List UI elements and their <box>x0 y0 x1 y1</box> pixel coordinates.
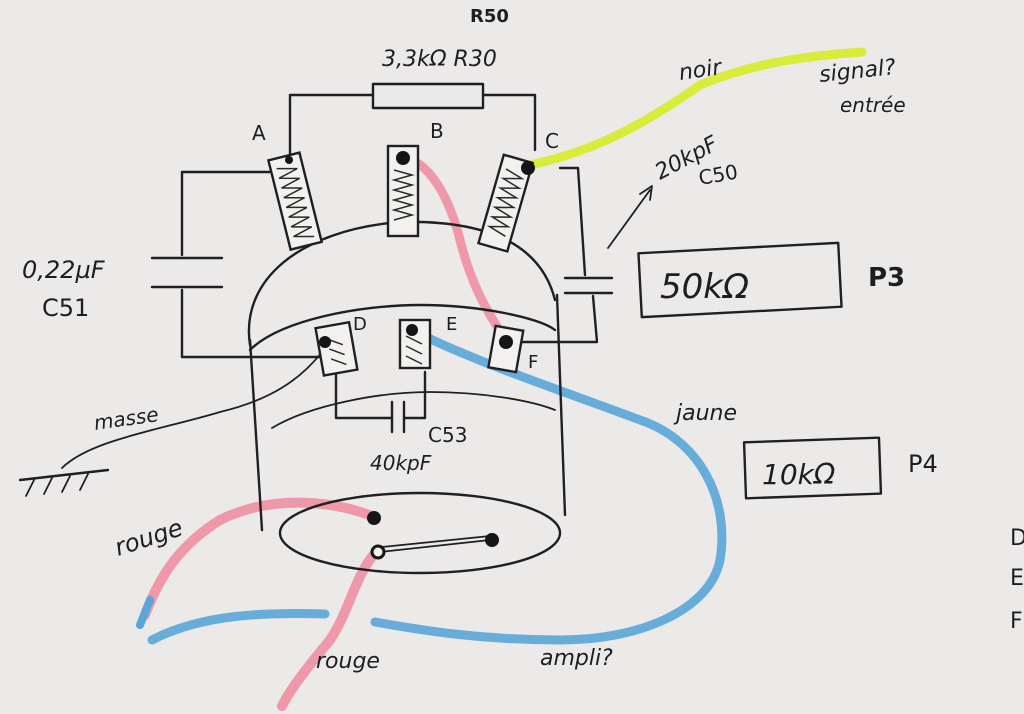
resistor-lead-right <box>481 93 537 152</box>
pot-p4-value: 10kΩ <box>762 458 836 491</box>
red-wire-left <box>140 497 377 620</box>
coil-a <box>266 151 324 252</box>
can-inner-ellipse <box>248 303 557 352</box>
c50-wire-top <box>558 166 587 277</box>
pot-p4-box <box>742 436 883 500</box>
yellow-end-label-2: entrée <box>840 93 906 117</box>
yellow-signal-wire <box>525 47 867 170</box>
c50-arrow <box>607 185 653 249</box>
terminal-label-b: B <box>430 119 444 143</box>
margin-letter-d: D <box>1010 526 1024 551</box>
blue-wire-stub <box>136 596 154 629</box>
bottom-link-2 <box>381 535 491 548</box>
red-wire-bottom <box>277 547 381 711</box>
ground-bar <box>18 468 110 482</box>
blue-wire-left <box>147 608 330 645</box>
can-left-side <box>248 338 264 532</box>
terminal-label-f: F <box>528 352 538 373</box>
c51-wire-top <box>180 170 274 257</box>
blue-wire-label: jaune <box>673 401 737 426</box>
c51-name-label: C51 <box>42 294 89 322</box>
solder-dot-c <box>521 161 535 175</box>
can-right-side <box>555 293 567 517</box>
pot-p3-box <box>637 241 843 319</box>
can-inner-line <box>271 391 556 429</box>
pot-p3-name: P3 <box>868 263 905 293</box>
solder-dot-a <box>285 156 293 164</box>
c53-value-label: 40kpF <box>370 451 432 475</box>
solder-dot-bottom-2 <box>485 533 499 547</box>
c51-value-label: 0,22µF <box>22 256 106 284</box>
pot-p3-value: 50kΩ <box>660 267 749 307</box>
top-label: R50 <box>470 6 509 27</box>
c53-wire <box>334 370 427 420</box>
solder-dot-e <box>406 324 418 336</box>
pad-d <box>314 320 359 377</box>
red-bottom-label: rouge <box>316 649 380 674</box>
solder-dot-bottom-3 <box>370 544 386 560</box>
terminal-label-a: A <box>252 121 266 145</box>
ground-wire <box>61 351 323 469</box>
c53-name-label: C53 <box>428 423 467 447</box>
terminal-label-d: D <box>353 314 367 335</box>
can-bottom-ellipse <box>278 491 562 575</box>
bottom-link <box>379 539 491 553</box>
margin-letter-e: E <box>1010 566 1024 591</box>
solder-dot-f <box>499 335 513 349</box>
terminal-label-c: C <box>545 129 559 153</box>
solder-dot-bottom-1 <box>367 511 381 525</box>
coil-c <box>476 153 535 253</box>
c51-wire-bottom <box>180 288 322 359</box>
ampli-label: ampli? <box>540 646 613 671</box>
pot-p4-name: P4 <box>908 450 938 478</box>
solder-dot-b <box>396 151 410 165</box>
ground-hatch <box>25 473 89 497</box>
resistor-lead-left <box>288 93 375 162</box>
blue-wire-e <box>370 325 727 645</box>
red-wire-b-f <box>397 153 511 345</box>
resistor-value-label: 3,3kΩ R30 <box>382 47 497 72</box>
margin-letter-f: F <box>1010 609 1023 634</box>
black-wire-label: noir <box>677 55 725 86</box>
solder-dot-d <box>319 336 331 348</box>
c50-wire-bottom <box>518 294 599 344</box>
terminal-label-e: E <box>446 314 457 335</box>
